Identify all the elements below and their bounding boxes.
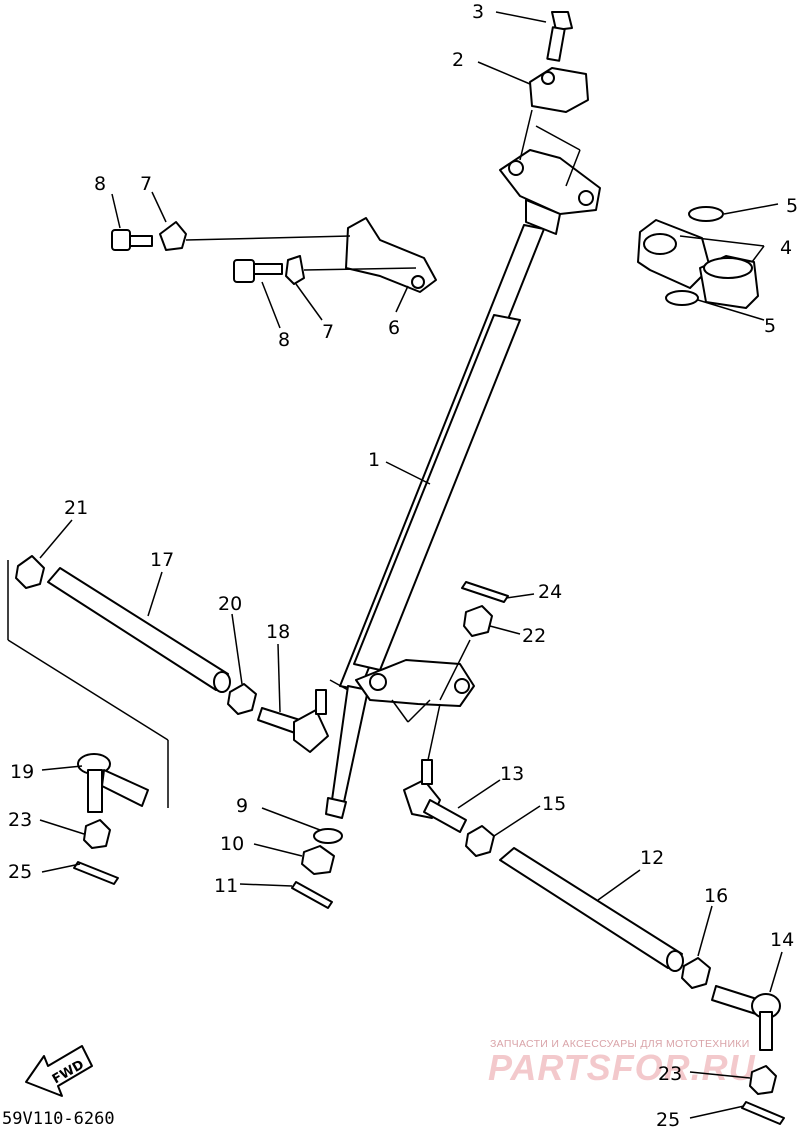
tie-rod-end-14 — [711, 985, 781, 1051]
tie-rod-end-18 — [257, 689, 329, 753]
nut-15 — [465, 825, 495, 857]
tie-rod-right — [499, 847, 684, 972]
cotter-pin-11 — [291, 881, 333, 909]
tie-rod-end-19 — [77, 753, 149, 813]
callout-10: 10 — [220, 833, 244, 855]
watermark-brand: PARTSFOR.RU — [488, 1047, 756, 1088]
callout-23a: 23 — [8, 809, 32, 831]
column-bushing-upper — [637, 219, 711, 289]
callout-7b: 7 — [322, 321, 334, 343]
cotter-pin-25-left — [73, 861, 119, 885]
assembly-lines — [7, 109, 581, 808]
upper-bracket — [499, 149, 601, 235]
callout-24: 24 — [538, 581, 562, 603]
callout-13: 13 — [500, 763, 524, 785]
lock-washer-lower — [285, 255, 305, 285]
callout-14: 14 — [770, 929, 794, 951]
lock-washer-upper — [159, 221, 187, 251]
callout-2: 2 — [452, 49, 464, 71]
callout-17: 17 — [150, 549, 174, 571]
callout-11: 11 — [214, 875, 238, 897]
tie-rod-end-13 — [403, 759, 467, 833]
callout-9: 9 — [236, 795, 248, 817]
callout-23b: 23 — [658, 1063, 682, 1085]
callout-5b: 5 — [764, 315, 776, 337]
callout-7a: 7 — [140, 173, 152, 195]
callout-16: 16 — [704, 885, 728, 907]
callout-20: 20 — [218, 593, 242, 615]
washer-9 — [313, 828, 343, 844]
diagram-code: 59V110-6260 — [2, 1109, 115, 1129]
callout-8b: 8 — [278, 329, 290, 351]
column-bushing-lower — [699, 255, 759, 309]
washer-upper — [688, 206, 724, 222]
fwd-arrow: FWD — [25, 1045, 93, 1097]
callout-21: 21 — [64, 497, 88, 519]
callout-4: 4 — [780, 237, 792, 259]
clamp-bolt — [546, 11, 573, 62]
pitman-arm — [355, 659, 475, 707]
castle-nut-23-left — [83, 819, 111, 849]
callout-3: 3 — [472, 1, 484, 23]
callout-19: 19 — [10, 761, 34, 783]
callout-6: 6 — [388, 317, 400, 339]
callout-22: 22 — [522, 625, 546, 647]
castle-nut-22 — [463, 605, 493, 637]
nut-20 — [227, 683, 257, 715]
watermark-tagline: ЗАПЧАСТИ И АКСЕССУАРЫ ДЛЯ МОТОТЕХНИКИ — [490, 1038, 750, 1050]
steering-arm — [345, 217, 437, 293]
washer-lower — [665, 290, 699, 306]
callout-25a: 25 — [8, 861, 32, 883]
castle-nut-10 — [301, 845, 335, 875]
nut-16 — [681, 957, 711, 989]
callout-5a: 5 — [786, 195, 798, 217]
arm-bolt-upper — [111, 229, 153, 251]
callout-8a: 8 — [94, 173, 106, 195]
castle-nut-23-right — [749, 1065, 777, 1095]
cotter-pin-24 — [461, 581, 509, 603]
column-clamp — [529, 67, 589, 113]
cotter-pin-25-right — [741, 1101, 785, 1125]
leader-lines — [39, 11, 783, 1119]
nut-21 — [15, 555, 45, 589]
callout-12: 12 — [640, 847, 664, 869]
callout-15: 15 — [542, 793, 566, 815]
callout-1: 1 — [368, 449, 380, 471]
callout-25b: 25 — [656, 1109, 680, 1129]
arm-bolt-lower — [233, 259, 283, 283]
callout-18: 18 — [266, 621, 290, 643]
tie-rod-left — [47, 567, 231, 693]
